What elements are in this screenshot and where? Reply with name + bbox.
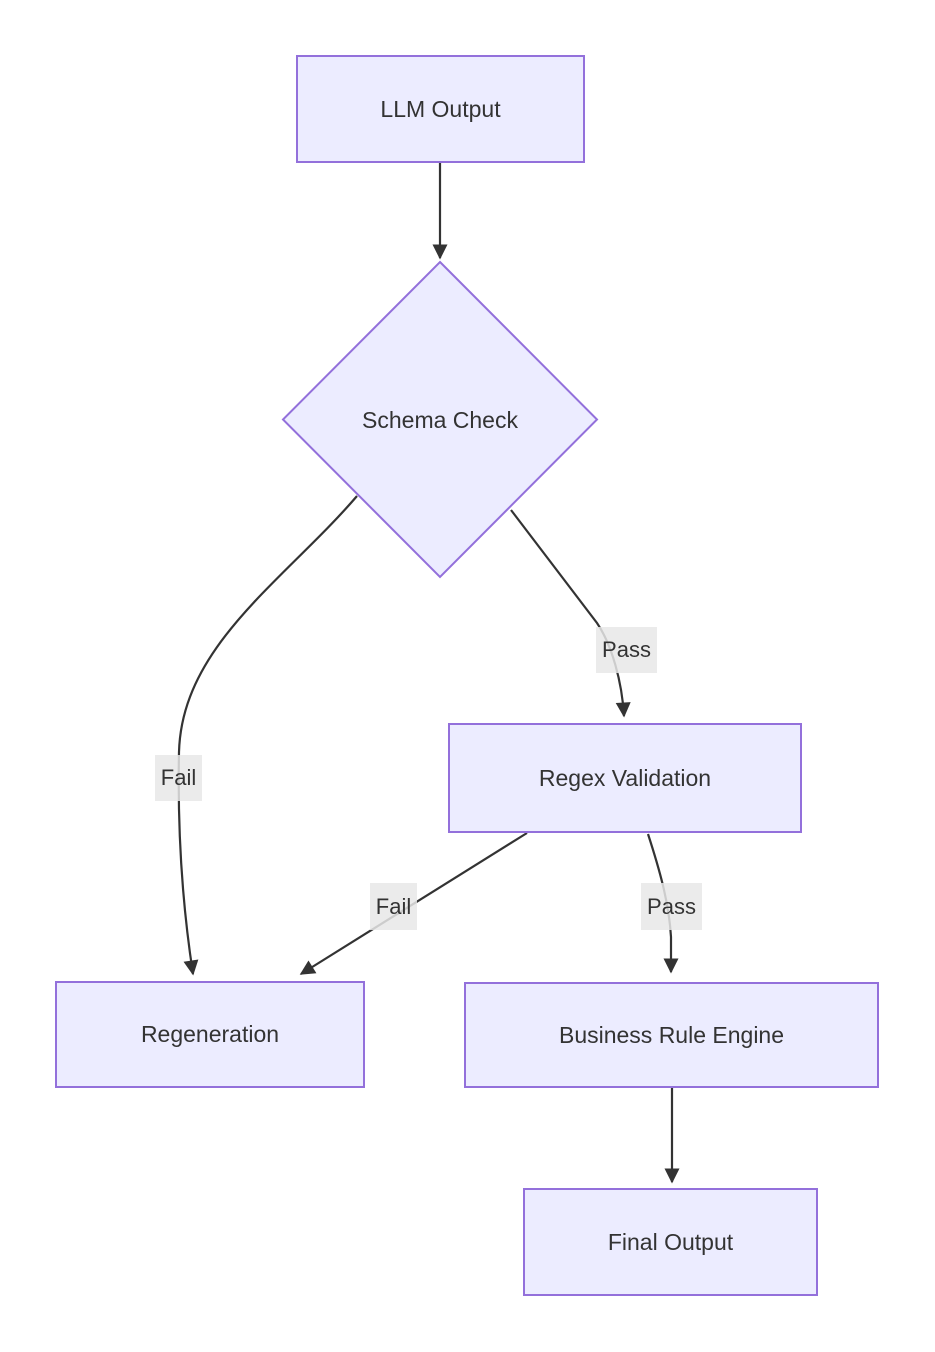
schema-check-label: Schema Check [362,406,518,433]
edge-schema-check-to-regeneration [177,495,358,976]
schema-check-label-wrap: Schema Check [290,395,590,445]
business-rule-engine-node: Business Rule Engine [464,982,879,1088]
final-output-label: Final Output [607,1228,734,1255]
edge-label-fail-schema-to-regeneration: Fail [155,755,202,801]
llm-output-node: LLM Output [296,55,585,163]
regeneration-label: Regeneration [140,1021,280,1047]
edge-label-pass-regex-to-business-rule-engine: Pass [641,883,702,930]
regex-validation-label: Regex Validation [538,764,712,791]
llm-output-label: LLM Output [380,95,501,122]
edge-label-text: Pass [647,893,696,919]
edge-schema-check-to-regex-validation [510,509,631,718]
regex-validation-node: Regex Validation [448,723,802,833]
edge-label-text: Pass [602,637,651,662]
edge-label-text: Fail [375,893,412,919]
business-rule-engine-label: Business Rule Engine [558,1021,785,1048]
schema-check-node [281,260,599,579]
edge-label-text: Fail [160,765,197,790]
edge-label-pass-schema-to-regex: Pass [596,627,657,673]
regeneration-node: Regeneration [55,981,365,1088]
edge-label-fail-regex-to-regeneration: Fail [370,883,417,930]
final-output-node: Final Output [523,1188,818,1296]
